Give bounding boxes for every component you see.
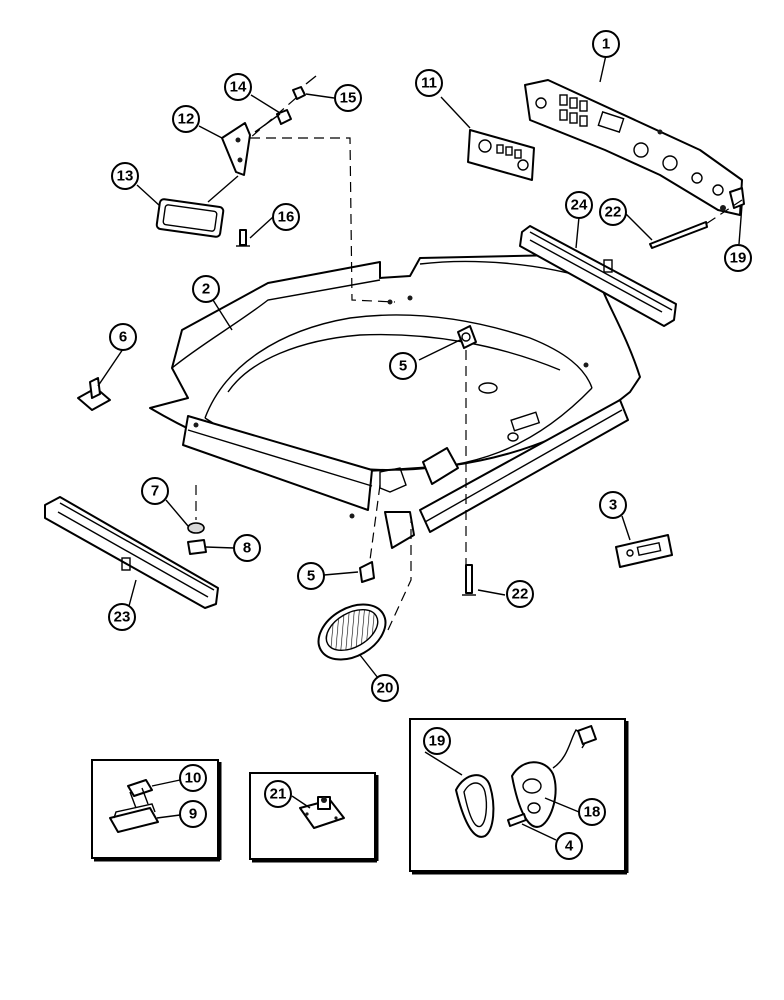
- callout-label: 5: [307, 568, 315, 585]
- callout-label: 15: [340, 90, 357, 107]
- clip-5-lower: [359, 561, 375, 583]
- callout-19-inset: 19: [423, 727, 451, 755]
- callout-20: 20: [371, 674, 399, 702]
- callout-label: 24: [571, 197, 588, 214]
- bezel-19-small: [729, 187, 745, 209]
- callout-3: 3: [599, 491, 627, 519]
- callout-label: 11: [421, 75, 437, 92]
- rail-24: [519, 225, 677, 327]
- callout-22-upper: 22: [599, 198, 627, 226]
- callout-label: 5: [399, 358, 407, 375]
- callout-label: 12: [178, 111, 195, 128]
- callout-label: 14: [230, 79, 247, 96]
- dome-lamp-lens: [317, 603, 387, 661]
- callout-label: 22: [605, 204, 622, 221]
- leader-lines: [97, 54, 743, 841]
- inset-9-10: [91, 759, 222, 862]
- callout-5-upper: 5: [389, 352, 417, 380]
- callout-14: 14: [224, 73, 252, 101]
- callout-label: 21: [270, 786, 287, 803]
- callout-label: 7: [151, 483, 159, 500]
- callout-label: 9: [189, 806, 197, 823]
- inset-4-18-19: [409, 718, 629, 875]
- callout-5-lower: 5: [297, 562, 325, 590]
- clip-5-upper: [457, 325, 477, 349]
- callout-24: 24: [565, 191, 593, 219]
- callout-label: 16: [278, 209, 295, 226]
- callout-label: 13: [117, 168, 134, 185]
- callout-22-lower: 22: [506, 580, 534, 608]
- callout-label: 10: [185, 770, 202, 787]
- callout-11: 11: [415, 69, 443, 97]
- callout-label: 1: [602, 36, 610, 53]
- callout-21: 21: [264, 780, 292, 808]
- callout-label: 2: [202, 281, 210, 298]
- switch-plate: [615, 534, 673, 568]
- callout-label: 22: [512, 586, 529, 603]
- bracket-assembly: [155, 75, 317, 247]
- nut-8: [187, 539, 207, 555]
- alignment-lines: [195, 97, 743, 631]
- callout-12: 12: [172, 105, 200, 133]
- screw-22-upper: [649, 221, 708, 249]
- callout-label: 19: [730, 250, 747, 267]
- callout-label: 4: [565, 838, 574, 855]
- callout-label: 20: [377, 680, 394, 697]
- callout-19-upper: 19: [724, 244, 752, 272]
- callout-4: 4: [555, 832, 583, 860]
- callout-16: 16: [272, 203, 300, 231]
- rail-23: [44, 496, 219, 609]
- gauge-plate: [467, 129, 535, 181]
- callout-15: 15: [334, 84, 362, 112]
- callout-18: 18: [578, 798, 606, 826]
- callout-2: 2: [192, 275, 220, 303]
- callout-13: 13: [111, 162, 139, 190]
- callout-23: 23: [108, 603, 136, 631]
- grommet-7: [187, 522, 205, 534]
- callout-label: 3: [609, 497, 617, 514]
- callout-label: 18: [584, 804, 601, 821]
- callout-1: 1: [592, 30, 620, 58]
- callout-7: 7: [141, 477, 169, 505]
- callout-label: 19: [429, 733, 446, 750]
- callout-label: 6: [119, 329, 127, 346]
- callout-8: 8: [233, 534, 261, 562]
- inset-21: [249, 772, 379, 863]
- headliner-panel: [149, 254, 641, 549]
- callout-9: 9: [179, 800, 207, 828]
- screw-22-lower: [462, 564, 476, 596]
- callout-label: 23: [114, 609, 131, 626]
- callout-label: 8: [243, 540, 251, 557]
- callout-6: 6: [109, 323, 137, 351]
- callout-10: 10: [179, 764, 207, 792]
- console-panel: [524, 79, 743, 216]
- clip-6: [77, 377, 111, 411]
